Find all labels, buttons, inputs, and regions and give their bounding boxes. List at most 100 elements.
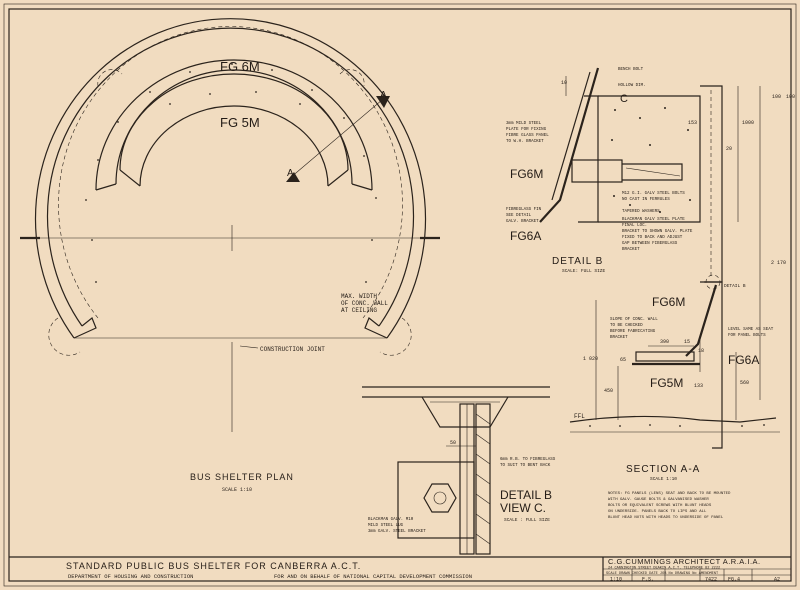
svg-text:FIBREGLASS FIN: FIBREGLASS FIN — [506, 208, 542, 212]
detail-b-label-fg6a: FG6A — [510, 229, 541, 243]
section-arrow-bottom — [286, 172, 300, 182]
svg-text:20: 20 — [726, 146, 732, 152]
section-label-fg6m: FG6M — [652, 295, 685, 309]
svg-text:AT CEILING: AT CEILING — [341, 307, 377, 314]
svg-text:3mm MILD STEEL: 3mm MILD STEEL — [506, 122, 542, 126]
section-notes-left: SLOPE OF CONC. WALL TO BE CHECKED BEFORE… — [610, 318, 658, 340]
commission-line: FOR AND ON BEHALF OF NATIONAL CAPITAL DE… — [274, 573, 472, 580]
svg-text:2 170: 2 170 — [771, 260, 786, 266]
plan-outer-wall-inner — [46, 27, 415, 327]
svg-text:WITH GALV. GAUGE BOLTS & GALVA: WITH GALV. GAUGE BOLTS & GALVANISED WASH… — [608, 498, 709, 502]
plan-wall-end-right — [364, 317, 388, 339]
view-c-wall — [475, 403, 491, 555]
detail-b-view-c-drawing: 50 DETAIL B VIEW C. SCALE : FULL SIZE 6m… — [362, 386, 556, 555]
svg-text:BEFORE FABRICATING: BEFORE FABRICATING — [610, 330, 656, 334]
svg-text:TO W.H. BRACKET: TO W.H. BRACKET — [506, 140, 544, 144]
view-c-hopper — [421, 396, 509, 428]
svg-text:BENCH BOLT: BENCH BOLT — [618, 68, 644, 72]
view-c-wall-hatch — [475, 413, 491, 545]
drawn-value: F.S. — [642, 577, 654, 583]
plan-dashed-line — [58, 26, 403, 319]
svg-text:153: 153 — [688, 120, 697, 126]
svg-text:ON UNDERSIDE. PANELS BACK TO L: ON UNDERSIDE. PANELS BACK TO LIPS AND AL… — [608, 510, 707, 514]
section-label-fg5m: FG5M — [650, 376, 683, 390]
svg-text:BRACKET: BRACKET — [622, 248, 640, 252]
svg-text:BLUNT HEAD NUTS WITH HEADS TO: BLUNT HEAD NUTS WITH HEADS TO UNDERSIDE … — [608, 516, 724, 520]
svg-text:18: 18 — [698, 348, 704, 354]
fg6m-panel-ends — [95, 183, 373, 191]
svg-text:FIXED TO BACK AND ADJUST: FIXED TO BACK AND ADJUST — [622, 236, 683, 240]
view-c-scale: SCALE : FULL SIZE — [504, 517, 550, 523]
svg-text:560: 560 — [740, 380, 749, 386]
inner-border — [8, 8, 792, 582]
svg-text:MILD STEEL LUG: MILD STEEL LUG — [368, 524, 404, 528]
svg-text:BLACKMAN GALV. M10: BLACKMAN GALV. M10 — [368, 518, 414, 522]
plan-wall-stipple — [85, 63, 377, 283]
section-ffl: FFL — [574, 413, 585, 420]
plan-outer-wall — [34, 18, 427, 339]
svg-text:M12 G.I. GALV STEEL BOLTS: M12 G.I. GALV STEEL BOLTS — [622, 192, 685, 196]
detail-b-bolt-shaft — [622, 163, 683, 181]
svg-text:MAX. WIDTH: MAX. WIDTH — [341, 293, 377, 300]
svg-text:FIBRE GLASS PANEL: FIBRE GLASS PANEL — [506, 134, 549, 138]
detail-b-plate — [578, 95, 599, 223]
plan-title: BUS SHELTER PLAN — [190, 472, 294, 482]
svg-text:1000: 1000 — [742, 120, 754, 126]
svg-text:BOLTS OR EQUIVALENT SCREWS WIT: BOLTS OR EQUIVALENT SCREWS WITH BLUNT HE… — [608, 504, 712, 508]
section-dimensions: 1 020 390 15 65 18 133 450 560 — [583, 339, 749, 394]
svg-text:BLACKMAN GALV STEEL PLATE: BLACKMAN GALV STEEL PLATE — [622, 218, 685, 222]
svg-text:6mm R.B. TO FIBREGLASS: 6mm R.B. TO FIBREGLASS — [500, 458, 556, 462]
svg-text:GAP BETWEEN FIBERGLASS: GAP BETWEEN FIBERGLASS — [622, 242, 678, 246]
section-detail-circle — [705, 274, 721, 290]
detail-b-title: DETAIL B — [552, 256, 603, 267]
svg-text:SEE DETAIL: SEE DETAIL — [506, 214, 532, 218]
view-c-title-2: VIEW C. — [500, 501, 546, 515]
detail-b-drawing: C FG6M FG6A DETAIL B SCALE: FULL SIZE 10… — [506, 67, 795, 400]
plan-max-width-note: MAX. WIDTH OF CONC. WALL AT CEILING — [341, 293, 388, 314]
detail-b-scale: SCALE: FULL SIZE — [562, 268, 606, 274]
svg-text:133: 133 — [694, 383, 703, 389]
svg-text:OF CONC. WALL: OF CONC. WALL — [341, 300, 388, 307]
fg5m-panel-inner — [139, 105, 329, 187]
architect-name: C.G.CUMMINGS ARCHITECT A.R.A.I.A. — [608, 557, 761, 566]
section-cut-line — [289, 99, 383, 179]
detail-b-concrete-stipple — [611, 107, 691, 213]
svg-text:PLATE FOR FIXING: PLATE FOR FIXING — [506, 128, 547, 132]
plan-label-fg6m: FG 6M — [220, 59, 260, 74]
section-detail-ref: DETAIL B — [724, 283, 746, 289]
job-number: 7422 — [705, 577, 717, 583]
svg-text:GALV. BRACKET: GALV. BRACKET — [506, 220, 539, 224]
plan-bulge-top-right — [339, 69, 365, 87]
svg-text:BRACKET: BRACKET — [610, 336, 628, 340]
section-floor — [569, 415, 777, 423]
svg-text:1 020: 1 020 — [583, 356, 598, 362]
outer-border — [3, 3, 797, 587]
section-footnote: NOTES: FG PANELS (LENS) SEAT AND BACK TO… — [608, 491, 731, 520]
svg-text:100: 100 — [786, 94, 795, 100]
plan-bulge-right — [379, 317, 412, 356]
view-c-title-1: DETAIL B — [500, 488, 552, 502]
svg-text:NOTES: FG PANELS (LENS) SEAT A: NOTES: FG PANELS (LENS) SEAT AND BACK TO… — [608, 491, 731, 496]
scale-value: 1:10 — [610, 577, 622, 583]
plan-scale: SCALE 1:10 — [222, 487, 252, 493]
detail-b-dimensions: 10 1000 100 100 20 153 2 170 — [561, 80, 795, 266]
section-back-panel — [685, 284, 718, 357]
section-floor-stipple — [589, 424, 765, 427]
architect-address: 24 CANNINGTON STREET DEAKIN A.C.T. TELEP… — [608, 567, 720, 571]
section-title: SECTION A-A — [626, 464, 700, 475]
svg-text:15: 15 — [684, 339, 690, 345]
plan-bulge-left — [48, 317, 81, 356]
fg6m-panel-outer — [95, 59, 373, 191]
svg-text:100: 100 — [772, 94, 781, 100]
svg-text:LEVEL SAME AS SEAT: LEVEL SAME AS SEAT — [728, 328, 774, 332]
view-c-note-top: 6mm R.B. TO FIBREGLASS TO SUIT TO BENT B… — [500, 458, 556, 468]
detail-b-notes: BENCH BOLT HOLLOW DIM. 3mm MILD STEEL PL… — [506, 68, 693, 252]
plan-label-fg5m: FG 5M — [220, 115, 260, 130]
plan-wall-end-left — [73, 317, 97, 339]
svg-text:NO CAST IN FERRULES: NO CAST IN FERRULES — [622, 198, 670, 202]
svg-text:390: 390 — [660, 339, 669, 345]
construction-joint-leader — [239, 345, 259, 349]
svg-text:3mm GALV. STEEL BRACKET: 3mm GALV. STEEL BRACKET — [368, 530, 426, 534]
section-wall — [704, 281, 723, 449]
